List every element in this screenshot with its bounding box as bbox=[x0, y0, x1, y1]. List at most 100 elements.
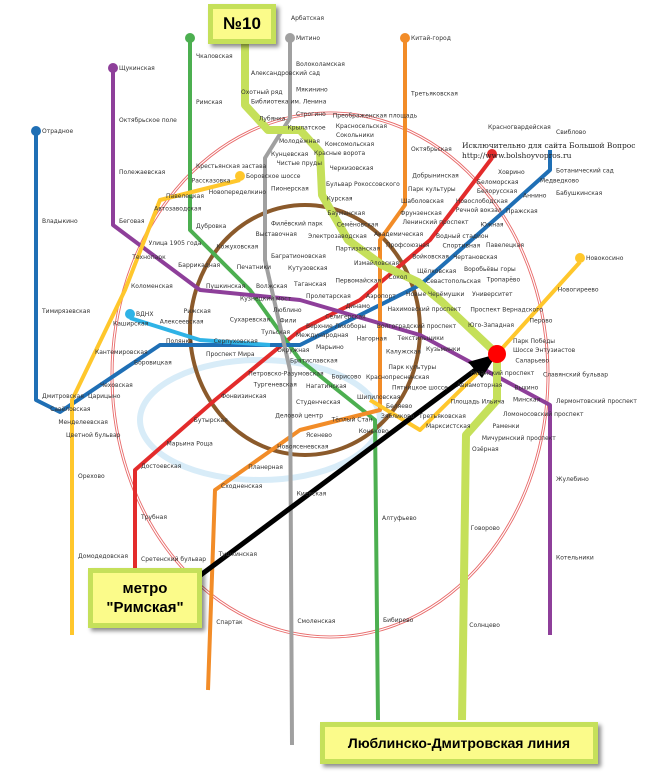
station-label[interactable]: Пролетарская bbox=[306, 293, 351, 300]
station-label[interactable]: Озёрная bbox=[472, 446, 499, 453]
station-label[interactable]: Солнцево bbox=[469, 622, 500, 629]
station-label[interactable]: Беломорская bbox=[477, 179, 519, 186]
station-label[interactable]: Марьина Роща bbox=[167, 441, 214, 448]
station-label[interactable]: Рассказовка bbox=[192, 178, 231, 185]
station-label[interactable]: Нахимовский проспект bbox=[388, 306, 462, 313]
station-label[interactable]: Партизанская bbox=[336, 246, 381, 253]
station-label[interactable]: Багратионовская bbox=[271, 253, 326, 260]
station-label[interactable]: Боровское шоссе bbox=[246, 173, 301, 180]
station-label[interactable]: Новослободская bbox=[456, 198, 508, 205]
station-label[interactable]: Тушкинская bbox=[218, 551, 258, 558]
station-label[interactable]: Полянка bbox=[166, 338, 193, 345]
station-label[interactable]: Ясенево bbox=[306, 432, 332, 439]
station-label[interactable]: Щёлковская bbox=[417, 268, 457, 275]
station-label[interactable]: Войковская bbox=[412, 253, 449, 260]
station-label[interactable]: Кузнецкий мост bbox=[240, 295, 292, 302]
station-label[interactable]: Китай-город bbox=[411, 35, 451, 42]
station-label[interactable]: Студенческая bbox=[296, 399, 341, 406]
station-label[interactable]: Профсоюзная bbox=[386, 242, 430, 249]
station-label[interactable]: Каширская bbox=[113, 320, 149, 327]
station-label[interactable]: Воробьёвы горы bbox=[464, 266, 516, 273]
station-label[interactable]: Комсомольская bbox=[325, 141, 375, 148]
station-label[interactable]: Тургеневская bbox=[253, 381, 298, 388]
station-label[interactable]: Охотный ряд bbox=[241, 89, 282, 96]
station-label[interactable]: Спортивная bbox=[442, 243, 480, 250]
station-label[interactable]: Зябликово bbox=[381, 413, 415, 420]
station-label[interactable]: Речной вокзал bbox=[456, 207, 502, 214]
station-label[interactable]: Шаболовская bbox=[401, 198, 444, 205]
station-label[interactable]: Павелецкая bbox=[166, 193, 204, 200]
station-label[interactable]: Площадь Ильича bbox=[451, 399, 505, 406]
station-label[interactable]: Первомайская bbox=[336, 278, 382, 285]
station-label[interactable]: Тёплый Стан bbox=[331, 417, 373, 424]
station-label[interactable]: Новопеределкино bbox=[209, 189, 267, 196]
station-label[interactable]: Перово bbox=[530, 318, 553, 325]
station-label[interactable]: Бутырская bbox=[194, 417, 228, 424]
station-label[interactable]: Сретенский бульвар bbox=[141, 556, 206, 563]
station-label[interactable]: Лубянка bbox=[259, 116, 286, 123]
station-label[interactable]: Савёловская bbox=[50, 406, 91, 413]
station-label[interactable]: Филёвский парк bbox=[271, 220, 323, 227]
station-label[interactable]: Киевская bbox=[297, 491, 327, 498]
station-label[interactable]: Полежаевская bbox=[119, 169, 166, 176]
station-label[interactable]: Семёновская bbox=[337, 221, 379, 228]
station-label[interactable]: Братиславская bbox=[290, 358, 338, 365]
station-label[interactable]: Парк культуры bbox=[408, 186, 456, 193]
station-label[interactable]: Крылатское bbox=[288, 125, 326, 132]
station-label[interactable]: Рижская bbox=[184, 308, 212, 315]
station-label[interactable]: Юго-Западная bbox=[468, 322, 514, 329]
station-label[interactable]: Цветной бульвар bbox=[66, 432, 121, 439]
station-label[interactable]: Славянский бульвар bbox=[543, 372, 608, 379]
station-label[interactable]: Домодедовская bbox=[78, 553, 128, 560]
station-label[interactable]: Царицыно bbox=[88, 393, 121, 400]
station-label[interactable]: Севастопольская bbox=[426, 278, 481, 285]
station-label[interactable]: Новоясеневская bbox=[277, 443, 329, 450]
station-label[interactable]: Ботанический сад bbox=[556, 167, 614, 174]
station-label[interactable]: Беговая bbox=[119, 218, 145, 225]
station-label[interactable]: Печатники bbox=[237, 264, 271, 271]
station-label[interactable]: Октябрьская bbox=[411, 146, 452, 153]
station-label[interactable]: Университет bbox=[472, 291, 513, 298]
station-label[interactable]: Водный стадион bbox=[436, 233, 489, 240]
station-label[interactable]: Крестьянская застава bbox=[196, 163, 267, 170]
station-label[interactable]: Чертановская bbox=[453, 254, 498, 261]
station-label[interactable]: Алтуфьево bbox=[382, 515, 417, 522]
station-label[interactable]: Марксистская bbox=[426, 423, 471, 430]
station-label[interactable]: Бибирево bbox=[383, 617, 414, 624]
station-label[interactable]: Верхние Лихоборы bbox=[306, 323, 366, 330]
station-label[interactable]: Волоколамская bbox=[296, 61, 345, 68]
station-label[interactable]: Люблино bbox=[273, 307, 302, 314]
station-label[interactable]: Планерная bbox=[248, 464, 283, 471]
station-label[interactable]: Измайловская bbox=[354, 260, 399, 267]
station-label[interactable]: Академическая bbox=[374, 231, 424, 238]
station-label[interactable]: Пятницкое шоссе bbox=[392, 385, 448, 392]
station-label[interactable]: Сходненская bbox=[221, 483, 263, 490]
station-label[interactable]: Нагорная bbox=[357, 336, 387, 343]
station-label[interactable]: Пионерская bbox=[271, 186, 309, 193]
station-label[interactable]: Кунцевская bbox=[271, 151, 309, 158]
station-label[interactable]: Арбатская bbox=[291, 15, 324, 22]
station-label[interactable]: Улица 1905 года bbox=[149, 240, 202, 247]
station-label[interactable]: Щукинская bbox=[119, 65, 155, 72]
station-label[interactable]: Достоевская bbox=[141, 463, 182, 470]
station-label[interactable]: Текстильщики bbox=[397, 335, 444, 342]
station-label[interactable]: Митино bbox=[296, 35, 320, 42]
station-label[interactable]: Проспект Мира bbox=[206, 351, 255, 358]
station-label[interactable]: Лермонтовский проспект bbox=[556, 398, 637, 405]
station-label[interactable]: ВДНХ bbox=[136, 311, 153, 318]
station-label[interactable]: Селигерская bbox=[325, 313, 366, 320]
station-label[interactable]: Бауманская bbox=[327, 210, 365, 217]
station-label[interactable]: Тульская bbox=[260, 329, 290, 336]
station-label[interactable]: Третьяковская bbox=[418, 413, 466, 420]
station-label[interactable]: Петровско-Разумовская bbox=[248, 371, 324, 378]
station-label[interactable]: Борисово bbox=[332, 373, 362, 380]
station-label[interactable]: Южная bbox=[480, 221, 503, 228]
station-label[interactable]: Коломенская bbox=[131, 283, 173, 290]
station-label[interactable]: Беляево bbox=[386, 403, 412, 410]
station-label[interactable]: Бабушкинская bbox=[556, 190, 603, 197]
station-label[interactable]: Красные ворота bbox=[314, 150, 365, 157]
station-label[interactable]: Бульвар Рокоссовского bbox=[326, 181, 400, 188]
station-label[interactable]: Шоссе Энтузиастов bbox=[513, 347, 576, 354]
station-label[interactable]: Павелецкая bbox=[486, 242, 524, 249]
station-label[interactable]: Орехово bbox=[78, 473, 105, 480]
